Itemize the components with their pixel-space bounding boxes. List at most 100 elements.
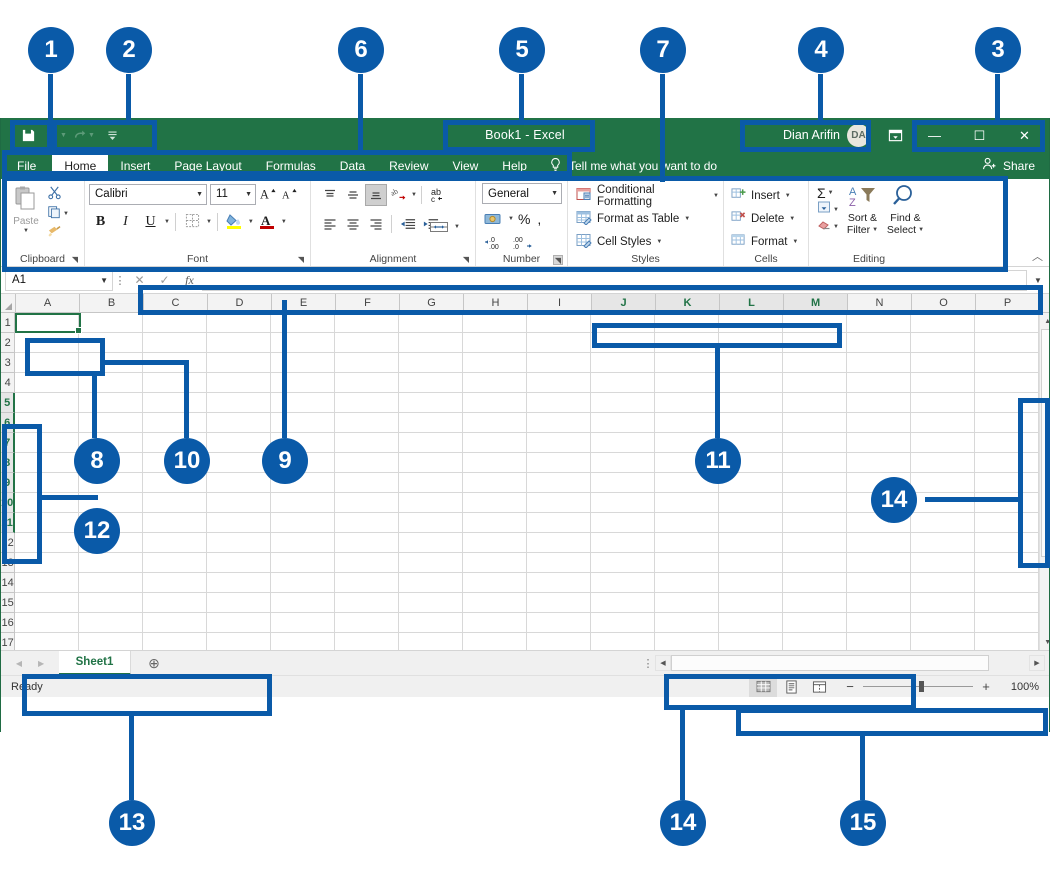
vertical-scroll-thumb[interactable] [1040,329,1049,557]
cell-J14[interactable] [591,573,656,593]
cell-B17[interactable] [79,633,144,650]
cell-N2[interactable] [847,333,912,353]
tell-me-search[interactable]: Tell me what you want to do [549,152,717,179]
tab-page-layout[interactable]: Page Layout [174,158,242,173]
cell-I11[interactable] [527,513,592,533]
cell-F7[interactable] [335,433,400,453]
cell-G15[interactable] [399,593,464,613]
scroll-left-icon[interactable]: ◀ [655,655,671,671]
cell-D4[interactable] [207,373,272,393]
cell-F8[interactable] [335,453,400,473]
clipboard-dialog-launcher[interactable]: ◥ [71,255,79,264]
row-header-3[interactable]: 3 [1,353,16,373]
cell-O5[interactable] [911,393,976,413]
cell-J9[interactable] [591,473,656,493]
cell-M15[interactable] [783,593,848,613]
cell-N5[interactable] [847,393,912,413]
increase-font-icon[interactable]: A [259,183,278,205]
cell-G3[interactable] [399,353,464,373]
sheet-tab-sheet1[interactable]: Sheet1 [59,651,131,675]
comma-icon[interactable]: , [537,211,542,227]
autosum-button[interactable]: Σ ▼ [817,185,839,201]
cell-O10[interactable] [911,493,976,513]
cell-F2[interactable] [335,333,400,353]
cell-C4[interactable] [143,373,208,393]
cell-F14[interactable] [335,573,400,593]
cell-E4[interactable] [271,373,336,393]
paste-caret-icon[interactable]: ▼ [23,228,29,234]
row-header-15[interactable]: 15 [1,593,16,613]
horizontal-scroll-thumb[interactable] [671,655,989,671]
alignment-dialog-launcher[interactable]: ◥ [462,255,470,264]
cell-C6[interactable] [143,413,208,433]
cell-B16[interactable] [79,613,144,633]
cell-I13[interactable] [527,553,592,573]
page-layout-view-icon[interactable] [777,677,805,697]
align-left-icon[interactable] [319,213,341,235]
cell-J6[interactable] [591,413,656,433]
formula-bar-handle[interactable]: ⋮ [114,274,126,287]
fill-color-button[interactable] [223,211,246,233]
cell-A1[interactable] [15,313,80,333]
cell-I9[interactable] [527,473,592,493]
vertical-scrollbar[interactable]: ▲ ▼ [1039,313,1049,650]
cell-I3[interactable] [527,353,592,373]
cell-J10[interactable] [591,493,656,513]
cell-H13[interactable] [463,553,528,573]
cell-B15[interactable] [79,593,144,613]
cell-I8[interactable] [527,453,592,473]
clear-button[interactable]: ▼ [817,219,839,235]
cell-G5[interactable] [399,393,464,413]
cell-F15[interactable] [335,593,400,613]
cell-B5[interactable] [79,393,144,413]
tab-insert[interactable]: Insert [120,158,151,173]
cell-D13[interactable] [207,553,272,573]
cell-D10[interactable] [207,493,272,513]
cell-E2[interactable] [271,333,336,353]
cell-M4[interactable] [783,373,848,393]
save-icon[interactable] [15,122,41,148]
bold-button[interactable]: B [89,211,112,233]
cell-K6[interactable] [655,413,720,433]
cancel-formula-icon[interactable]: ✕ [134,273,145,287]
redo-icon[interactable]: ▼ [71,122,97,148]
cell-J11[interactable] [591,513,656,533]
cell-M11[interactable] [783,513,848,533]
cell-I15[interactable] [527,593,592,613]
cell-G14[interactable] [399,573,464,593]
cell-H12[interactable] [463,533,528,553]
cell-P12[interactable] [975,533,1040,553]
horizontal-scrollbar[interactable]: ◀ ▶ [655,655,1045,671]
cell-K3[interactable] [655,353,720,373]
font-name-combo[interactable]: Calibri ▼ [89,183,207,205]
cell-K4[interactable] [655,373,720,393]
cell-L12[interactable] [719,533,784,553]
currency-icon[interactable] [482,208,504,230]
next-sheet-icon[interactable]: ▶ [38,658,45,668]
fill-button[interactable]: ▼ [817,201,839,218]
cell-A14[interactable] [15,573,80,593]
cell-A4[interactable] [15,373,80,393]
top-align-icon[interactable] [319,184,341,206]
tab-review[interactable]: Review [389,158,429,173]
row-header-14[interactable]: 14 [1,573,16,593]
cell-G10[interactable] [399,493,464,513]
cell-B4[interactable] [79,373,144,393]
underline-button[interactable]: U [139,211,162,233]
cell-J5[interactable] [591,393,656,413]
cell-L15[interactable] [719,593,784,613]
cell-D6[interactable] [207,413,272,433]
cell-G1[interactable] [399,313,464,333]
cell-C11[interactable] [143,513,208,533]
cell-G4[interactable] [399,373,464,393]
cell-M3[interactable] [783,353,848,373]
cell-A5[interactable] [15,393,80,413]
cell-N16[interactable] [847,613,912,633]
cell-F4[interactable] [335,373,400,393]
cell-G7[interactable] [399,433,464,453]
cell-L4[interactable] [719,373,784,393]
cell-C15[interactable] [143,593,208,613]
cell-O6[interactable] [911,413,976,433]
borders-button[interactable] [181,211,204,233]
cell-F17[interactable] [335,633,400,650]
